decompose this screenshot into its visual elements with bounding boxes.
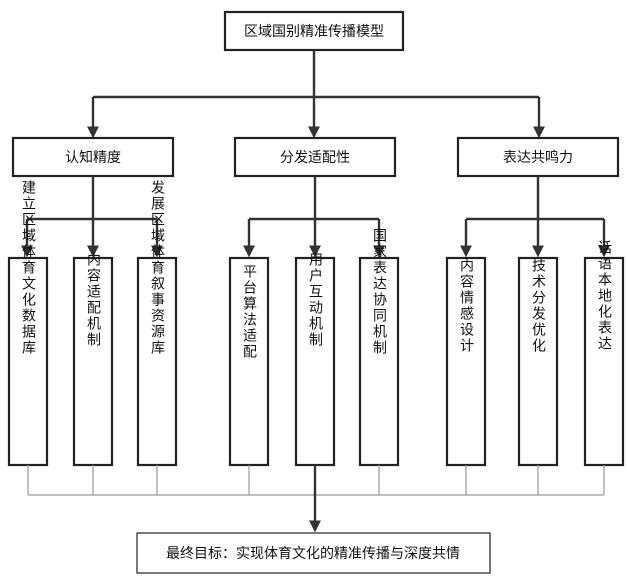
item-label: 话语本地化表达: [596, 240, 612, 352]
title-connectors: [87, 50, 545, 139]
category-label: 认知精度: [65, 149, 121, 166]
goal-node: 最终目标：实现体育文化的精准传播与深度共情: [136, 532, 491, 574]
item-label: 内容情感设计: [458, 258, 474, 354]
title-label: 区域国别精准传播模型: [244, 24, 384, 40]
title-node: 区域国别精准传播模型: [223, 10, 405, 52]
item-node: 内容情感设计: [445, 256, 487, 467]
item-node: 用户互动机制: [294, 252, 336, 467]
goal-connectors: [27, 465, 605, 533]
item-label: 用户互动机制: [307, 252, 323, 348]
item-label: 国家表达协同机制: [371, 228, 387, 356]
item-node: 建立区域体育文化数据库: [7, 180, 49, 467]
item-label: 技术分发优化: [530, 258, 546, 354]
category-node-distribution: 分发适配性: [233, 136, 397, 178]
item-node: 内容适配机制: [72, 252, 114, 467]
item-label: 内容适配机制: [85, 252, 101, 348]
item-label: 发展区域体育叙事资源库: [149, 180, 165, 356]
category-node-recognition: 认知精度: [11, 136, 175, 178]
item-node: 技术分发优化: [517, 256, 559, 467]
category-connectors: [21, 176, 610, 258]
item-label: 建立区域体育文化数据库: [20, 180, 36, 356]
goal-label: 最终目标：实现体育文化的精准传播与深度共情: [166, 546, 460, 562]
item-node: 话语本地化表达: [583, 240, 625, 467]
category-node-resonance: 表达共鸣力: [456, 136, 620, 178]
item-node: 平台算法适配: [228, 256, 270, 467]
item-node: 国家表达协同机制: [358, 228, 400, 467]
category-label: 表达共鸣力: [503, 149, 573, 166]
item-node: 发展区域体育叙事资源库: [136, 180, 178, 467]
category-label: 分发适配性: [280, 150, 350, 166]
item-label: 平台算法适配: [241, 264, 257, 360]
